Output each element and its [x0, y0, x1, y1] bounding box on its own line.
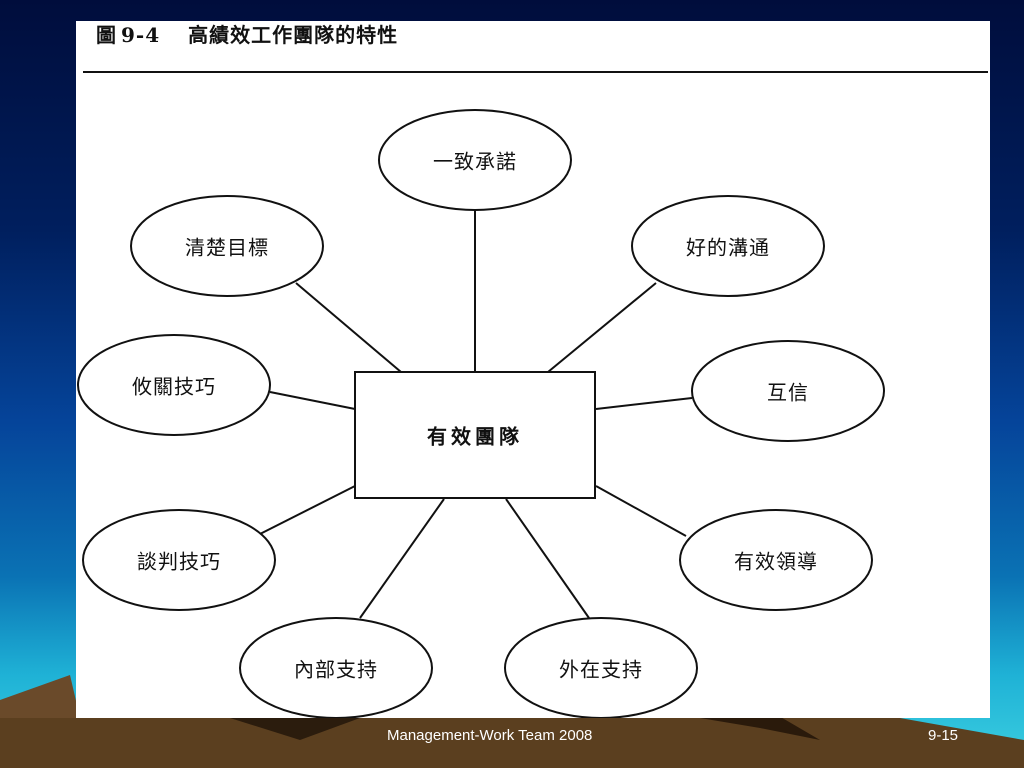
connector-bottom-right — [595, 485, 687, 537]
node-ellipse-left — [77, 334, 271, 436]
figure-title-prefix: 圖 — [96, 23, 117, 47]
node-label-top: 一致承諾 — [433, 149, 517, 174]
figure-title-text: 高績效工作團隊的特性 — [188, 23, 399, 47]
node-ellipse-right — [691, 340, 885, 442]
node-ellipse-top-right — [631, 195, 825, 297]
connector-bottom-inner-right — [505, 498, 590, 619]
title-underline — [83, 71, 988, 73]
connector-right — [595, 397, 693, 410]
center-box — [354, 371, 596, 499]
node-label-bottom-inner-left: 內部支持 — [294, 657, 378, 682]
footer-course-label: Management-Work Team 2008 — [387, 727, 593, 744]
node-ellipse-bottom-inner-left — [239, 617, 433, 718]
node-ellipse-bottom-inner-right — [504, 617, 698, 718]
connector-bottom-inner-left — [359, 498, 445, 619]
node-label-left: 攸關技巧 — [132, 374, 216, 399]
node-label-right: 互信 — [767, 380, 809, 405]
node-label-bottom-right: 有效領導 — [734, 549, 818, 574]
connector-left — [269, 391, 356, 410]
connector-bottom-left — [257, 485, 356, 536]
connector-top-right — [547, 282, 657, 373]
node-ellipse-bottom-right — [679, 509, 873, 611]
node-ellipse-bottom-left — [82, 509, 276, 611]
connector-top-left — [295, 282, 402, 373]
footer-page-number: 9-15 — [928, 727, 959, 744]
node-label-bottom-left: 談判技巧 — [137, 549, 221, 574]
node-ellipse-top — [378, 109, 572, 211]
figure-number: 9-4 — [121, 23, 161, 47]
node-label-bottom-inner-right: 外在支持 — [559, 657, 643, 682]
center-label: 有效團隊 — [427, 424, 523, 449]
team-diagram — [77, 109, 885, 718]
node-ellipse-top-left — [130, 195, 324, 297]
node-label-top-left: 清楚目標 — [185, 235, 269, 260]
node-label-top-right: 好的溝通 — [686, 235, 770, 260]
mountain-ridge — [230, 718, 360, 740]
